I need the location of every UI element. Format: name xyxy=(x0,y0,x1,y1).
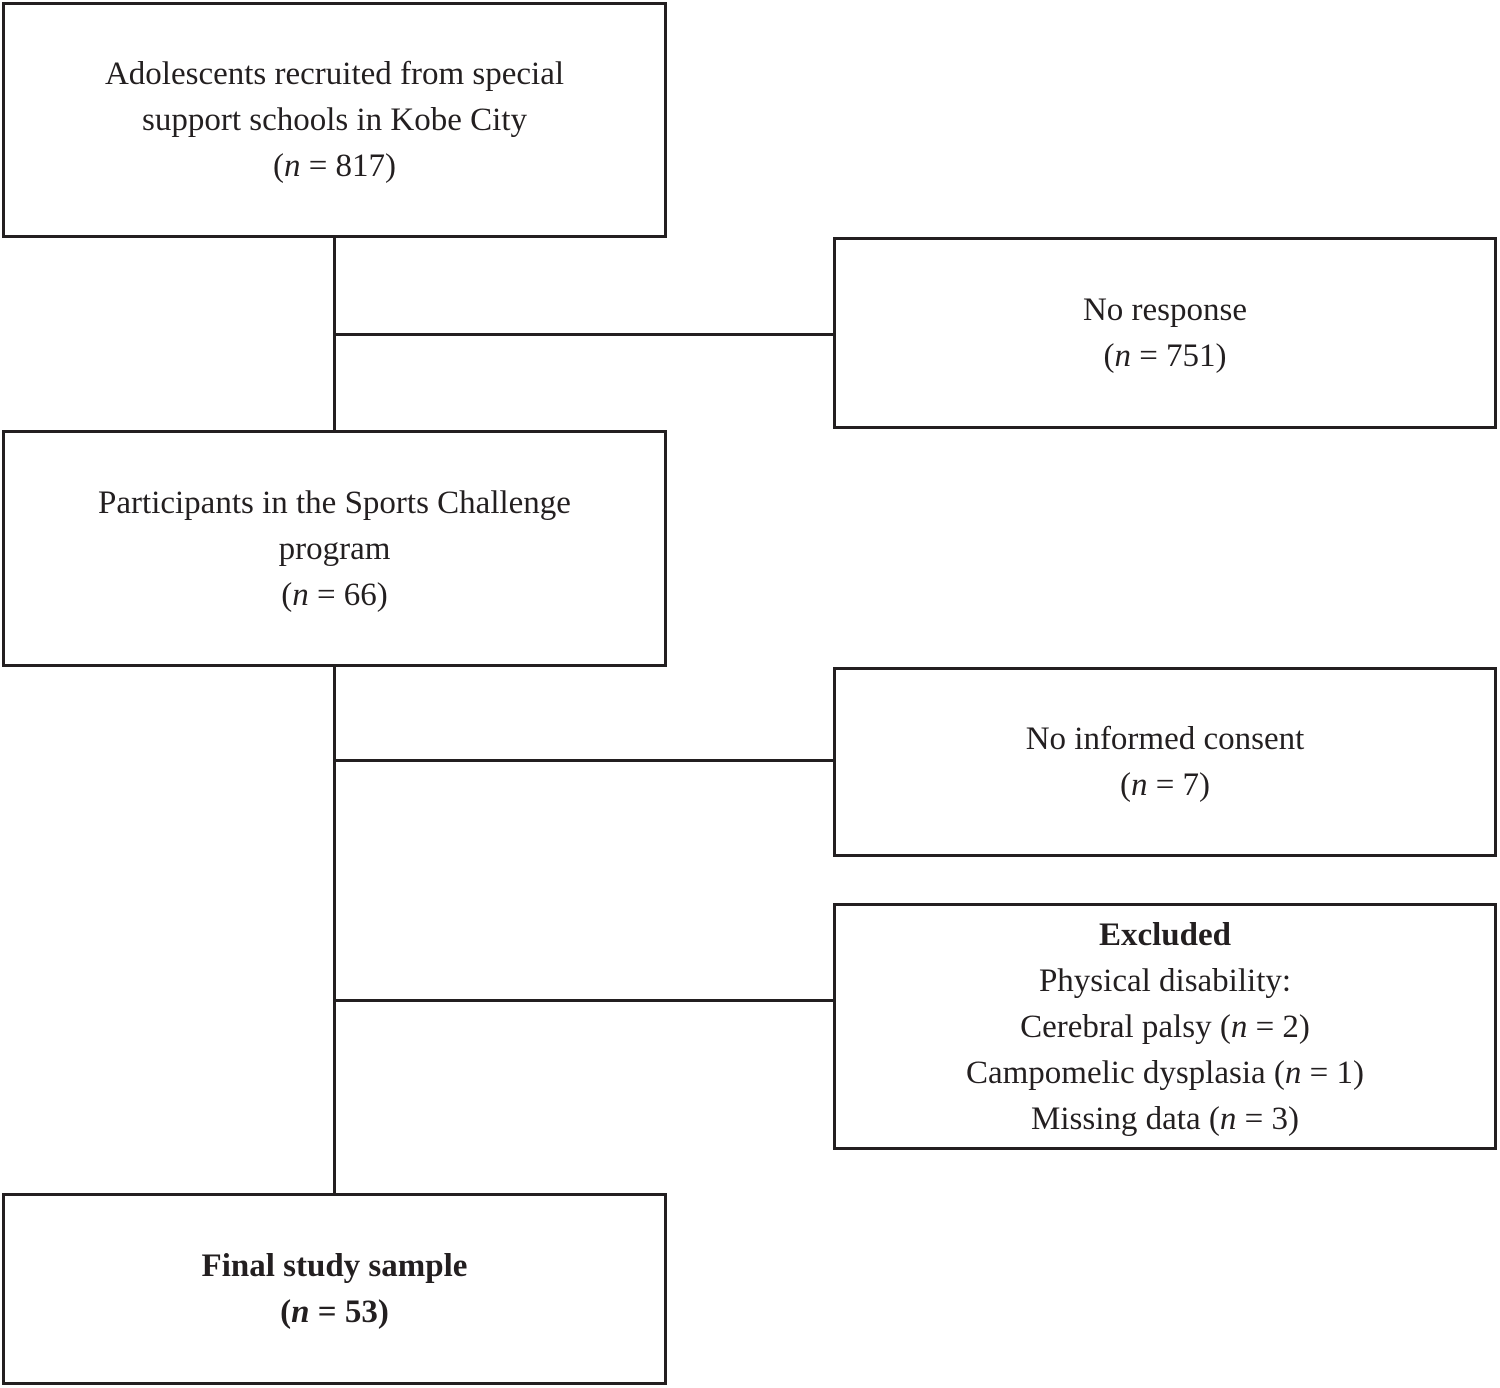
count-open: ( xyxy=(272,148,284,184)
recruited-count: (n = 817) xyxy=(273,143,396,189)
n-symbol: n xyxy=(283,148,301,184)
count-open: ( xyxy=(281,576,293,613)
final-sample-count: (n = 53) xyxy=(280,1289,389,1335)
item-text: Cerebral palsy ( xyxy=(1020,1008,1231,1045)
connector-branch-no-response xyxy=(334,333,834,336)
no-response-line-1: No response xyxy=(1082,292,1248,328)
n-symbol: n xyxy=(1219,1100,1237,1137)
n-symbol: n xyxy=(1284,1054,1302,1091)
participants-count: (n = 66) xyxy=(281,572,388,618)
n-symbol: n xyxy=(1130,767,1148,803)
excluded-item-cerebral-palsy: Cerebral palsy (n = 2) xyxy=(1020,1004,1310,1050)
count-open: ( xyxy=(1103,338,1115,374)
box-recruited: Adolescents recruited from special suppo… xyxy=(2,2,667,238)
box-excluded: Excluded Physical disability: Cerebral p… xyxy=(833,903,1497,1150)
box-participants: Participants in the Sports Challenge pro… xyxy=(2,430,667,667)
participants-line-2: program xyxy=(278,530,391,567)
no-consent-count: (n = 7) xyxy=(1120,762,1210,808)
excluded-item-campomelic-dysplasia: Campomelic dysplasia (n = 1) xyxy=(966,1050,1364,1096)
count-rest: = 751) xyxy=(1130,338,1227,374)
count-rest: = 817) xyxy=(300,148,397,184)
excluded-subtitle: Physical disability: xyxy=(1038,962,1292,999)
recruited-line-2: support schools in Kobe City xyxy=(142,102,527,138)
box-no-response: No response (n = 751) xyxy=(833,237,1497,429)
box-final-sample: Final study sample (n = 53) xyxy=(2,1193,667,1385)
item-text: Missing data ( xyxy=(1031,1100,1220,1137)
recruited-line-1: Adolescents recruited from special xyxy=(104,56,565,92)
item-text: Campomelic dysplasia ( xyxy=(965,1054,1285,1091)
n-symbol: n xyxy=(1230,1008,1248,1045)
connector-branch-no-consent xyxy=(334,759,834,762)
item-rest: = 3) xyxy=(1236,1100,1299,1137)
connector-branch-excluded xyxy=(334,999,834,1002)
item-rest: = 1) xyxy=(1301,1054,1365,1091)
count-rest: = 7) xyxy=(1147,767,1211,803)
participants-line-1: Participants in the Sports Challenge xyxy=(98,484,571,521)
item-rest: = 2) xyxy=(1247,1008,1310,1045)
final-sample-line-1: Final study sample xyxy=(201,1248,468,1284)
count-open: ( xyxy=(280,1294,292,1330)
box-no-consent: No informed consent (n = 7) xyxy=(833,667,1497,857)
excluded-title: Excluded xyxy=(1098,916,1232,953)
n-symbol: n xyxy=(291,1294,310,1330)
count-rest: = 66) xyxy=(308,576,388,613)
no-consent-line-1: No informed consent xyxy=(1025,721,1305,757)
n-symbol: n xyxy=(292,576,309,613)
connector-participants-to-final xyxy=(333,667,336,1193)
count-rest: = 53) xyxy=(309,1294,389,1330)
excluded-item-missing-data: Missing data (n = 3) xyxy=(1031,1096,1299,1142)
count-open: ( xyxy=(1119,767,1131,803)
no-response-count: (n = 751) xyxy=(1103,333,1226,379)
n-symbol: n xyxy=(1114,338,1131,374)
